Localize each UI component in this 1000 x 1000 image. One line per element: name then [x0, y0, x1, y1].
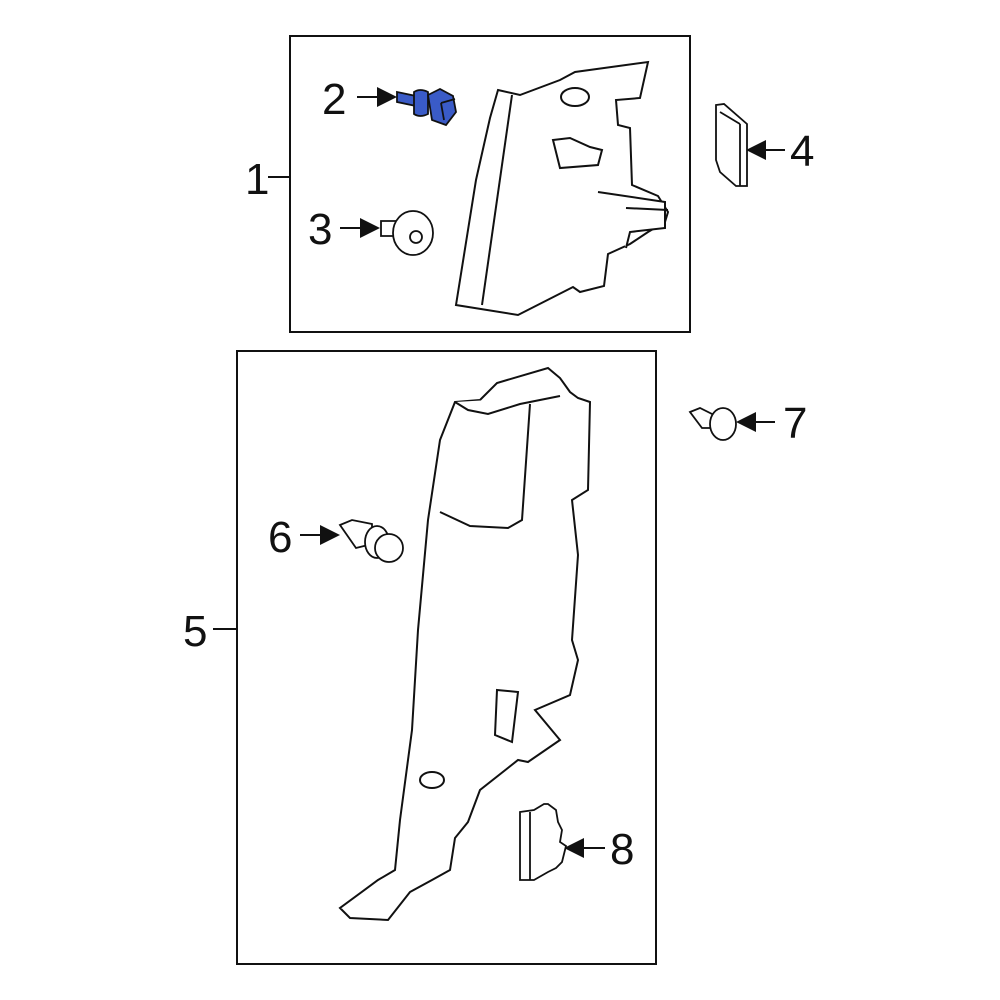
- bracket-clip-part-8: [519, 803, 568, 881]
- callout-5[interactable]: 5: [183, 607, 208, 656]
- callout-2[interactable]: 2: [322, 75, 347, 124]
- push-pin-part-7: [688, 407, 737, 441]
- callout-3[interactable]: 3: [308, 205, 333, 254]
- callout-4[interactable]: 4: [790, 127, 815, 176]
- callout-7[interactable]: 7: [783, 399, 808, 448]
- screw-part-3: [380, 210, 434, 256]
- clip-part-6: [338, 519, 404, 563]
- callout-8[interactable]: 8: [610, 825, 635, 874]
- group-box-1: [289, 35, 691, 333]
- callout-6[interactable]: 6: [268, 513, 293, 562]
- bolt-part-2: [396, 87, 457, 127]
- lower-trim-panel: [338, 366, 592, 922]
- upper-trim-panel: [454, 60, 670, 317]
- callout-1[interactable]: 1: [245, 155, 270, 204]
- pad-part-4: [715, 103, 748, 187]
- group-box-5: [236, 350, 657, 965]
